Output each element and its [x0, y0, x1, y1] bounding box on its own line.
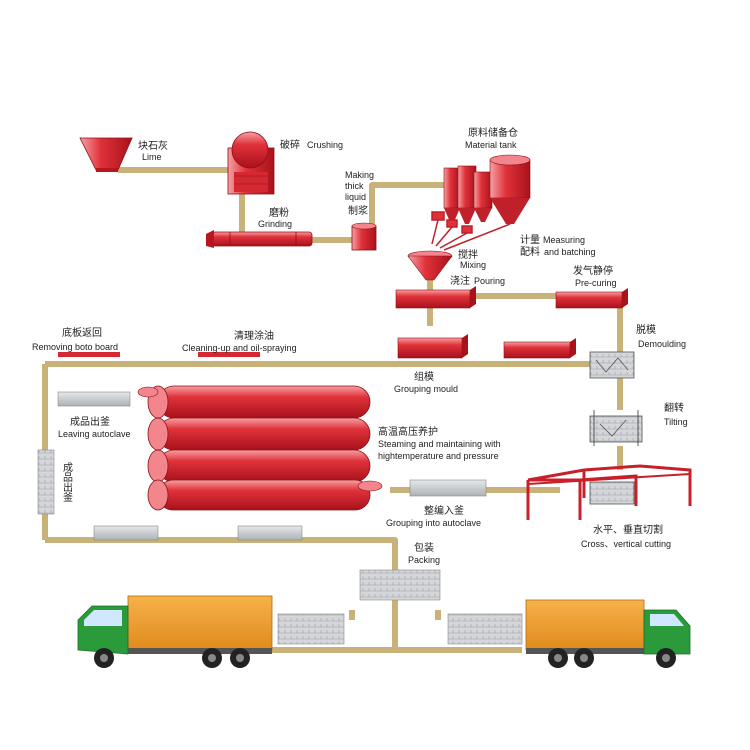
steam-label-en2: hightemperature and pressure: [378, 451, 499, 461]
mould-row-2: [503, 338, 576, 359]
autoclave-1: [147, 385, 371, 419]
demould-label-en: Demoulding: [638, 339, 686, 349]
demould-block: [589, 351, 635, 379]
remove-label-en: Removing boto board: [32, 342, 118, 352]
lime-label-zh: 块石灰: [138, 139, 168, 152]
batching-label-zh: 配料: [520, 245, 540, 258]
cut-label-en: Cross、vertical cutting: [581, 539, 671, 549]
tilt-label-zh: 翻转: [664, 401, 684, 414]
making-label-3: liquid: [345, 192, 366, 202]
pouring-mould: [395, 286, 476, 309]
steam-label-zh: 高温高压养护: [378, 425, 438, 438]
pack-label-zh: 包装: [414, 541, 434, 554]
measuring-label-zh: 计量: [520, 233, 540, 246]
tank-label-en: Material tank: [465, 140, 517, 150]
making-label-1: Making: [345, 170, 374, 180]
weigh-hoppers: [431, 211, 511, 251]
crusher-machine: [227, 131, 275, 195]
mixing-label-en: Mixing: [460, 260, 486, 270]
clean-label-zh: 清理涂油: [234, 329, 274, 342]
autoclave-2: [147, 417, 371, 451]
lime-label-en: Lime: [142, 152, 162, 162]
mixing-label-zh: 搅拌: [458, 248, 478, 261]
into-autoclave-block: [409, 479, 487, 497]
making-label-2: thick: [345, 181, 364, 191]
pack-label-en: Packing: [408, 555, 440, 565]
tank-label-zh: 原料储备仓: [468, 126, 518, 139]
pouring-label-en: Pouring: [474, 276, 505, 286]
autoclave-3: [147, 449, 371, 483]
demould-label-zh: 脱模: [636, 323, 656, 336]
remove-board-bar: [58, 352, 120, 357]
left-vertical-stack: [37, 449, 55, 515]
tank-1: [443, 167, 461, 222]
cut-block: [589, 481, 635, 505]
making-label-zh: 制浆: [348, 204, 368, 217]
leave-label-en: Leaving autoclave: [58, 429, 131, 439]
group-label-zh: 组模: [414, 370, 434, 383]
conveyor-slurry-tank: [369, 182, 462, 228]
remove-label-zh: 底板返回: [62, 326, 102, 339]
pouring-label-zh: 浇注: [450, 274, 470, 287]
precuring-label-zh: 发气静停: [573, 264, 613, 277]
measuring-label-en: Measuring: [543, 235, 585, 245]
leaving-autoclave-block: [57, 391, 131, 407]
precuring-label-en: Pre-curing: [575, 278, 617, 288]
grinding-label-zh: 磨粉: [269, 206, 289, 219]
tank-2: [457, 165, 477, 224]
truck-left: [77, 595, 273, 668]
steam-label-en1: Steaming and maintaining with: [378, 439, 501, 449]
crushing-label-zh: 破碎: [280, 138, 300, 151]
tank-3: [473, 171, 493, 222]
group-label-en: Grouping mould: [394, 384, 458, 394]
slurry-tank: [351, 222, 377, 251]
crushing-label-en: Crushing: [307, 140, 343, 150]
batching-label-en: and batching: [544, 247, 596, 257]
grinding-mill: [206, 230, 313, 248]
into-label-en: Grouping into autoclave: [386, 518, 481, 528]
bottom-block-1: [93, 525, 159, 541]
cutting-frame: [526, 464, 692, 520]
bottom-block-2: [237, 525, 303, 541]
precuring-mould: [555, 288, 628, 309]
grinding-label-en: Grinding: [258, 219, 292, 229]
truck-right: [525, 599, 691, 668]
mould-row-1: [397, 334, 468, 359]
vertical-label-zh: 成品出釜: [61, 462, 73, 502]
lime-hopper: [79, 137, 133, 172]
cut-label-zh: 水平、垂直切割: [593, 523, 663, 536]
clean-label-en: Cleaning-up and oil-spraying: [182, 343, 297, 353]
clean-bar: [198, 352, 260, 357]
conveyor-bottom-row: [45, 537, 398, 650]
mixer: [407, 250, 453, 281]
material-tanks: [431, 154, 531, 251]
tilt-label-en: Tilting: [664, 417, 688, 427]
leave-label-zh: 成品出釜: [70, 415, 110, 428]
tank-4-large: [489, 154, 531, 224]
tilting-block: [589, 410, 643, 446]
into-label-zh: 整编入釜: [424, 504, 464, 517]
autoclave-4: [147, 479, 383, 511]
packing-stacks: [277, 569, 523, 645]
autoclaves: [137, 385, 383, 511]
